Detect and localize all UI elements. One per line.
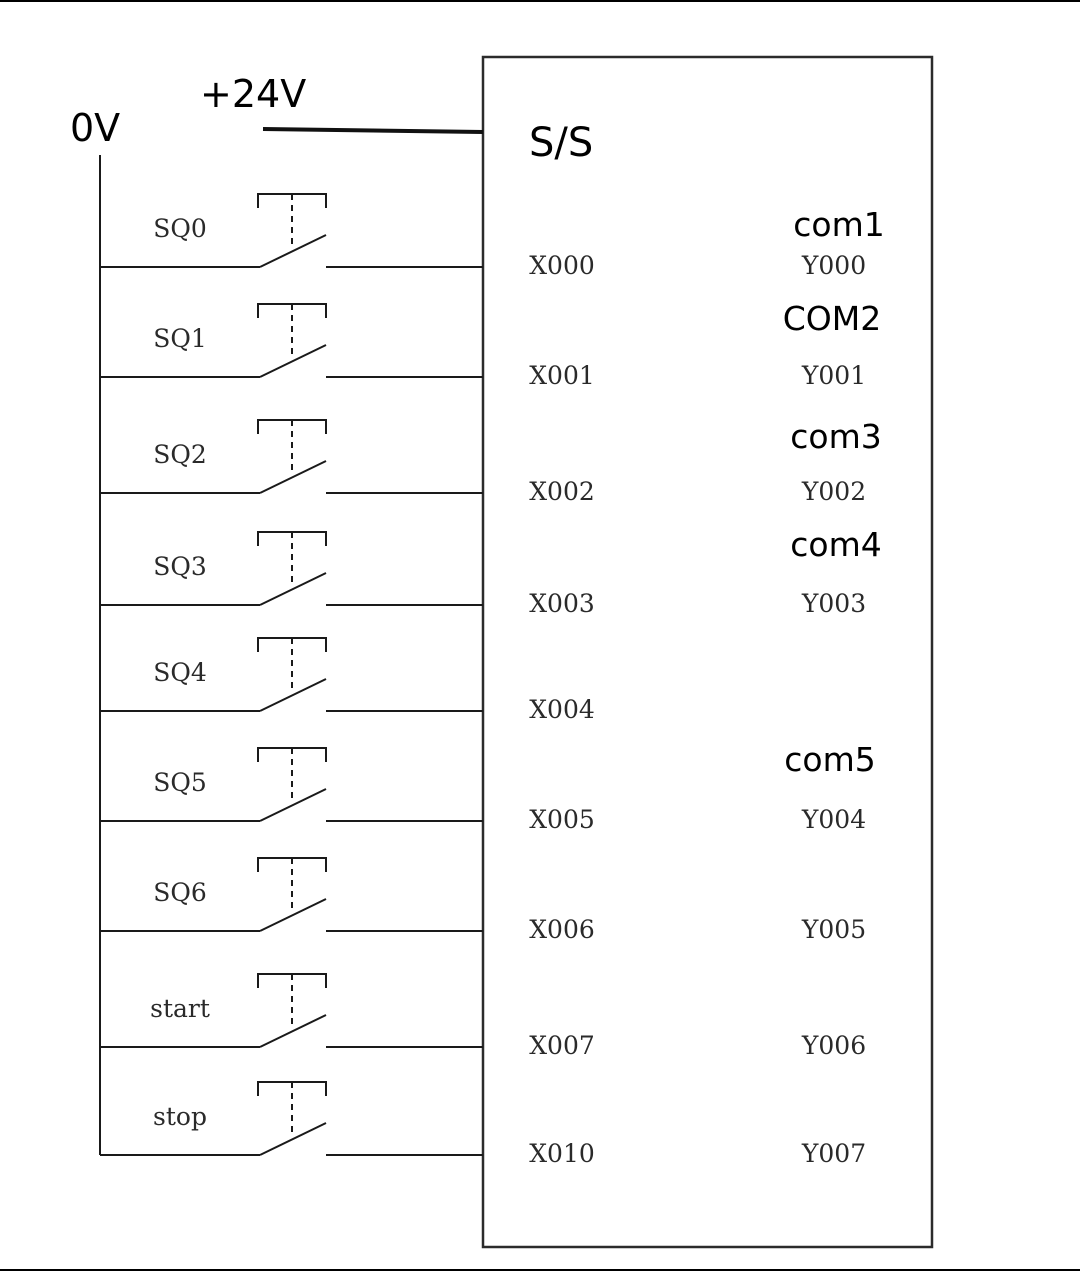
input-terminal-label: X000 bbox=[529, 251, 595, 280]
output-common-label: com4 bbox=[790, 525, 881, 564]
pushbutton-switch-icon bbox=[257, 637, 327, 712]
ss-terminal-label: S/S bbox=[529, 120, 593, 166]
pushbutton-switch-icon bbox=[257, 531, 327, 606]
switch-label: SQ5 bbox=[153, 768, 207, 797]
switch-label: SQ1 bbox=[153, 324, 207, 353]
plus-24v-label: +24V bbox=[200, 72, 306, 116]
switch-label: start bbox=[150, 994, 210, 1023]
switch-label: SQ2 bbox=[153, 440, 207, 469]
pushbutton-switch-icon bbox=[257, 193, 327, 268]
output-terminal-label: Y001 bbox=[801, 361, 866, 390]
output-common-label: com1 bbox=[793, 205, 884, 244]
input-terminal-label: X003 bbox=[529, 589, 595, 618]
pushbutton-switch-icon bbox=[257, 1081, 327, 1156]
switch-label: SQ6 bbox=[153, 878, 207, 907]
output-common-label: COM2 bbox=[783, 299, 881, 338]
input-terminal-label: X002 bbox=[529, 477, 595, 506]
output-terminal-label: Y004 bbox=[801, 805, 866, 834]
switch-label: stop bbox=[153, 1102, 207, 1131]
input-terminal-label: X006 bbox=[529, 915, 595, 944]
input-terminal-label: X001 bbox=[529, 361, 595, 390]
output-terminal-label: Y005 bbox=[801, 915, 866, 944]
output-terminal-label: Y002 bbox=[801, 477, 866, 506]
switch-label: SQ0 bbox=[153, 214, 207, 243]
output-terminal-label: Y006 bbox=[801, 1031, 866, 1060]
pushbutton-switch-icon bbox=[257, 419, 327, 494]
input-terminal-label: X007 bbox=[529, 1031, 595, 1060]
input-terminal-label: X005 bbox=[529, 805, 595, 834]
output-terminal-label: Y003 bbox=[801, 589, 866, 618]
switch-label: SQ3 bbox=[153, 552, 207, 581]
pushbutton-switch-icon bbox=[257, 303, 327, 378]
plus-24v-wire bbox=[262, 127, 484, 134]
pushbutton-switch-icon bbox=[257, 747, 327, 822]
output-common-label: com3 bbox=[790, 417, 881, 456]
pushbutton-switch-icon bbox=[257, 973, 327, 1048]
switch-label: SQ4 bbox=[153, 658, 207, 687]
zero-volt-label: 0V bbox=[70, 106, 120, 150]
output-terminal-label: Y000 bbox=[801, 251, 866, 280]
pushbutton-switch-icon bbox=[257, 857, 327, 932]
output-terminal-label: Y007 bbox=[801, 1139, 866, 1168]
input-switch-rungs: SQ0X000SQ1X001SQ2X002SQ3X003SQ4X004SQ5X0… bbox=[100, 193, 595, 1168]
input-terminal-label: X004 bbox=[529, 695, 595, 724]
input-terminal-label: X010 bbox=[529, 1139, 595, 1168]
plc-module-box bbox=[481, 55, 934, 1249]
output-common-label: com5 bbox=[784, 740, 875, 779]
